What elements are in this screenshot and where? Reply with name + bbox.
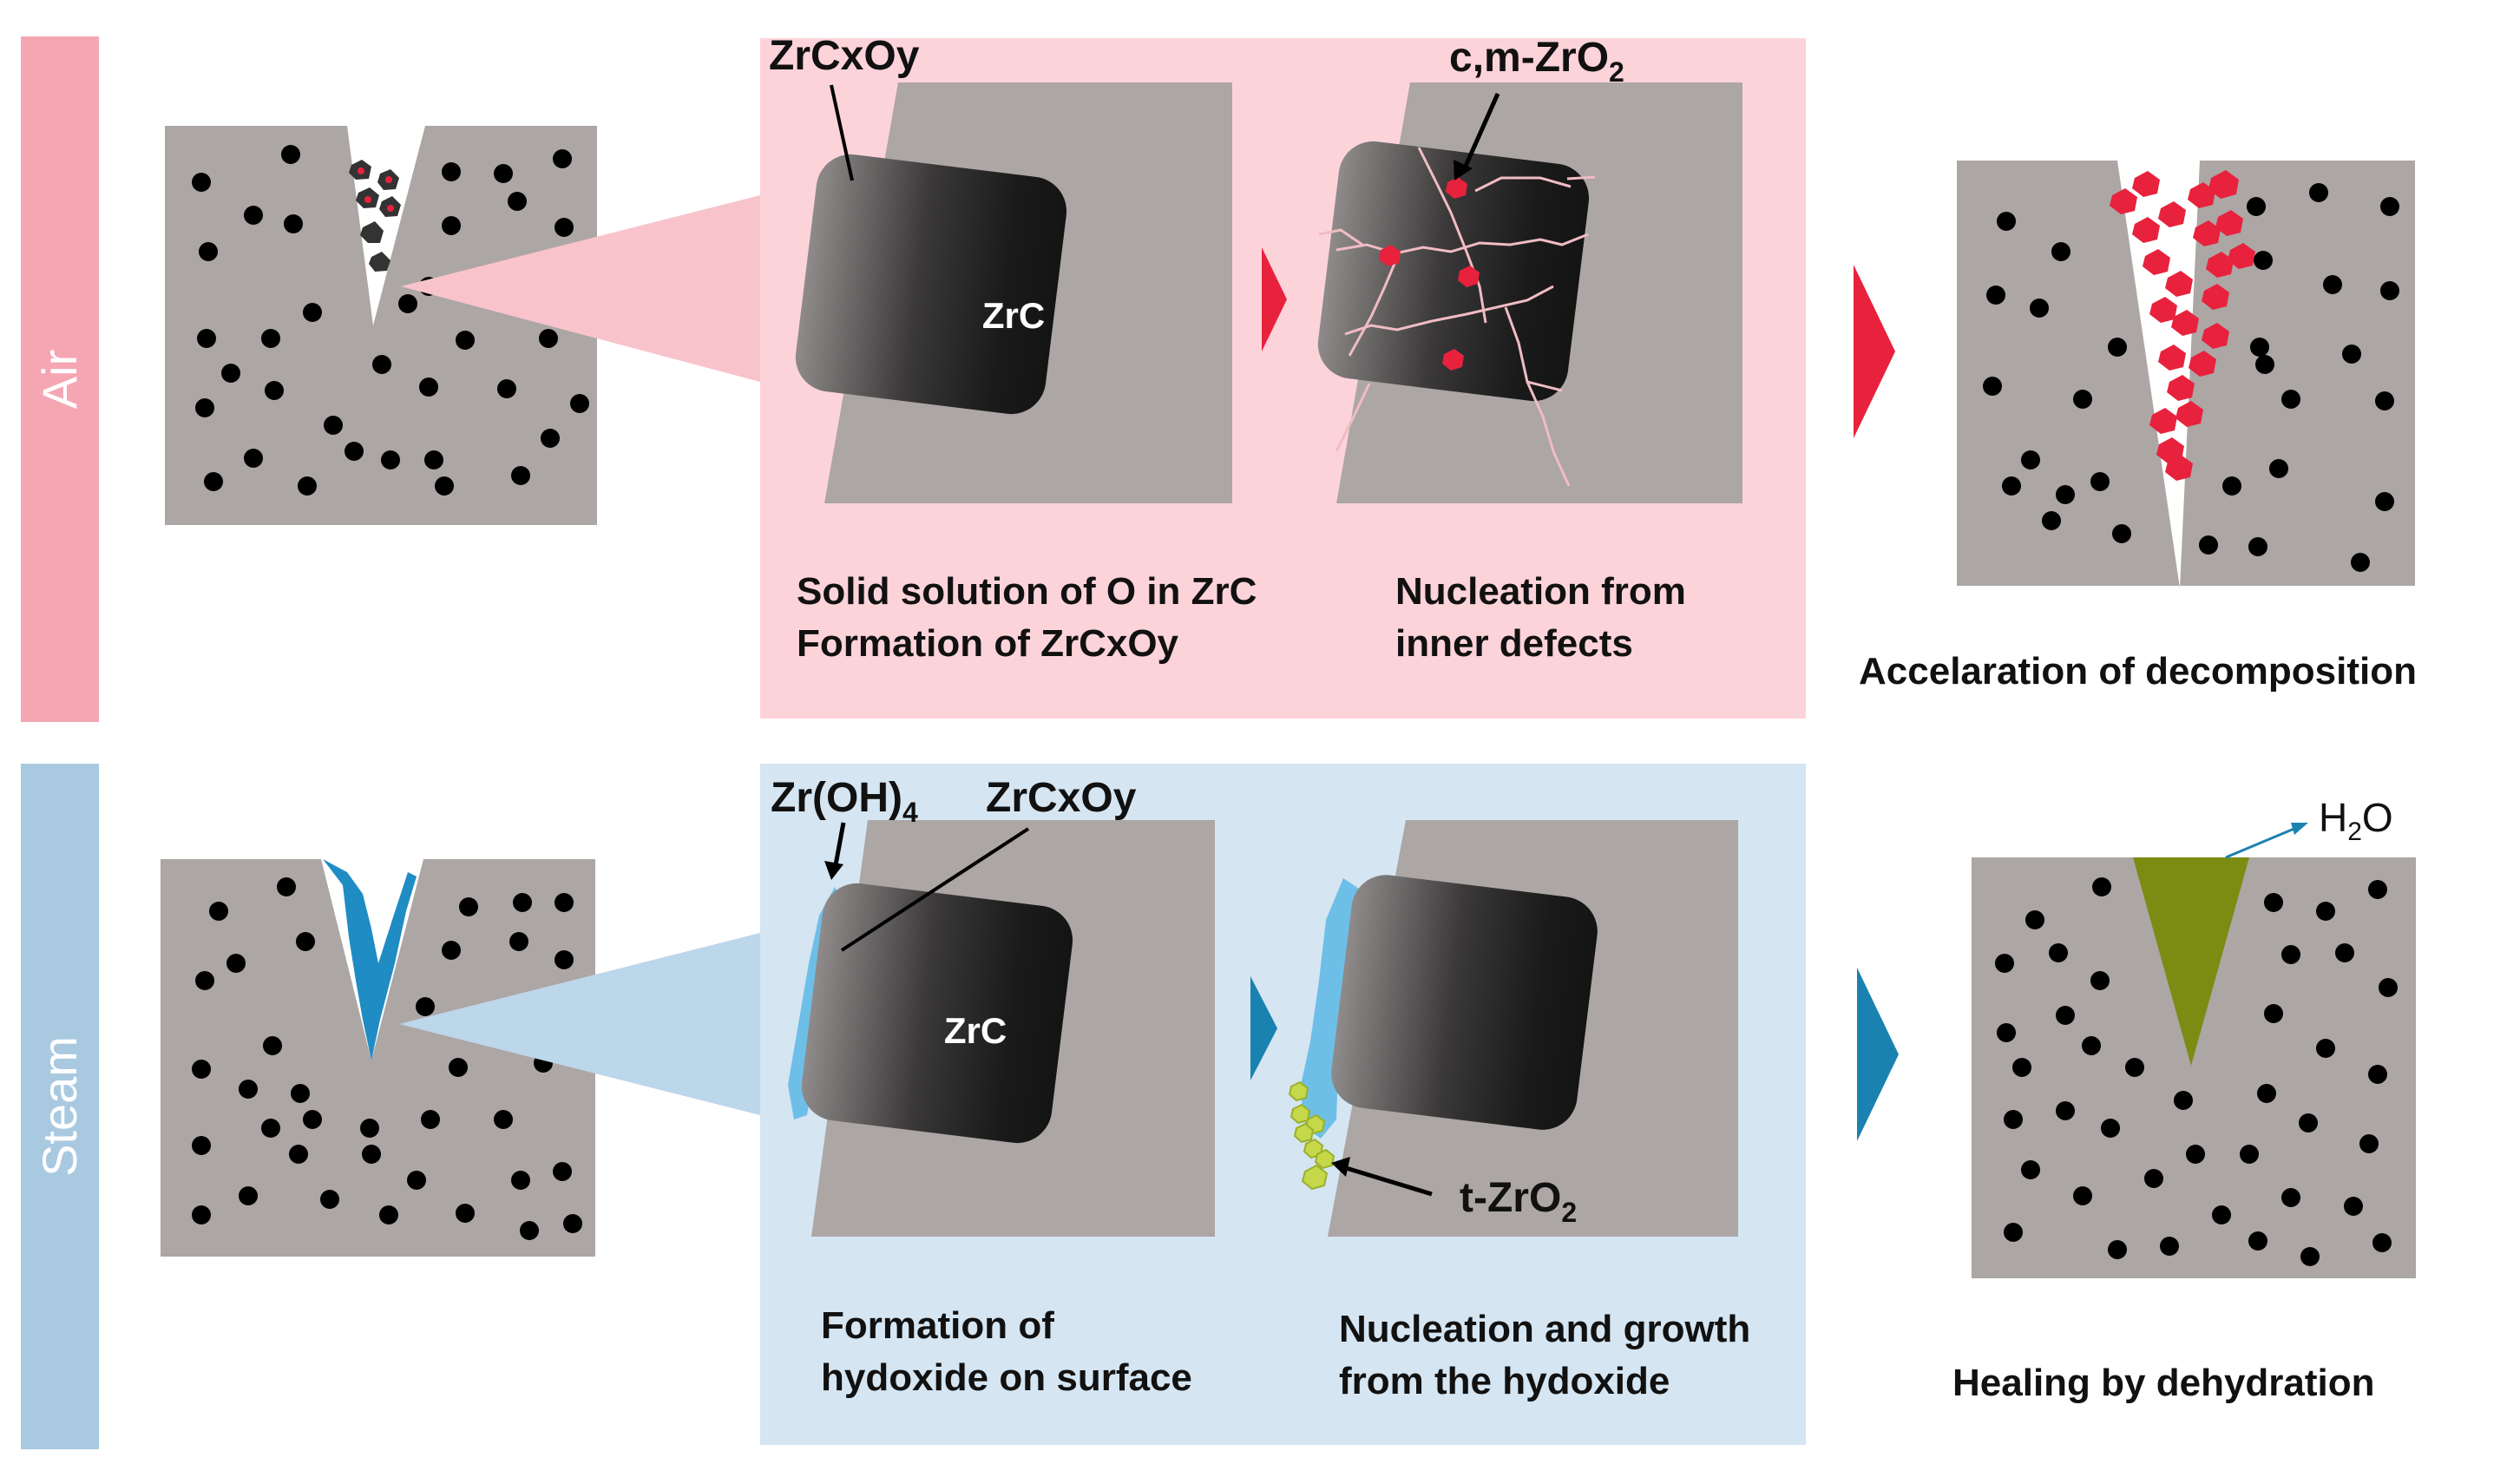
steam-step1-caption-line1: Formation of: [821, 1304, 1054, 1347]
steam-zrcxoy-label: ZrCxOy: [986, 775, 1137, 821]
steam-result-caption: Healing by dehydration: [1952, 1362, 2375, 1404]
steam-tzro2-pointer-head: [1331, 1157, 1350, 1177]
air-zro2-label: c,m-ZrO2: [1449, 35, 1624, 88]
steam-side-label: Steam: [32, 1036, 87, 1177]
air-zrcxoy-pointer: [830, 84, 854, 181]
steam-zrcxoy-pointer: [840, 827, 1030, 952]
air-result-zro2-cluster: [2110, 170, 2255, 481]
steam-step2-grain-view: t-ZrO2: [1288, 820, 1738, 1237]
steam-matrix-block: [161, 859, 595, 1257]
air-step1-caption-line1: Solid solution of O in ZrC: [797, 570, 1257, 613]
air-zrc-label: ZrC: [982, 295, 1045, 336]
steam-result-view: H2O: [1972, 795, 2416, 1278]
steam-h2o-release-arrowhead: [2291, 823, 2308, 835]
air-matrix-block: [165, 126, 597, 525]
steam-notch-hydroxide: [323, 859, 417, 1060]
air-matrix-particles: [192, 145, 589, 496]
steam-step2-caption-line1: Nucleation and growth: [1339, 1308, 1750, 1350]
steam-sealed-crack: [2133, 857, 2249, 1066]
steam-zrc-label: ZrC: [944, 1010, 1007, 1051]
air-step1-zrc-grain: [795, 154, 1067, 415]
steam-step1-caption-line2: hydoxide on surface: [821, 1356, 1192, 1399]
steam-hydroxide-pointer: [832, 822, 846, 870]
air-result-caption: Accelaration of decomposition: [1859, 650, 2417, 693]
air-step1-grain-view: ZrCxOy ZrC: [769, 33, 1232, 503]
air-step-arrow: [1262, 247, 1287, 351]
air-step2-grain-view: c,m-ZrO2: [1317, 35, 1742, 503]
air-zrcxoy-label: ZrCxOy: [769, 33, 920, 79]
air-zro2-pointer-head: [1454, 160, 1473, 181]
air-step2-caption-line2: inner defects: [1395, 622, 1633, 665]
air-zro2-pointer: [1460, 92, 1500, 174]
air-side-label: Air: [32, 350, 87, 409]
steam-matrix-particles: [192, 877, 582, 1240]
air-zro2-nuclei: [1379, 177, 1480, 371]
steam-tzro2-nuclei: [1288, 1080, 1335, 1191]
steam-result-arrow: [1857, 968, 1899, 1141]
steam-step1-zrc-grain: [801, 883, 1073, 1144]
steam-hydroxide-pointer-head: [824, 861, 843, 880]
steam-side-band: [21, 764, 99, 1449]
air-result-matrix: [1957, 161, 2415, 588]
air-result-arrow: [1854, 265, 1895, 438]
air-step2-zrc-grain: [1317, 141, 1590, 402]
steam-tzro2-pointer: [1342, 1165, 1433, 1197]
air-step1-caption-line2: Formation of ZrCxOy: [797, 622, 1179, 665]
air-result-particles: [1983, 183, 2399, 572]
steam-tzro2-label: t-ZrO2: [1460, 1175, 1577, 1228]
steam-step-arrow: [1250, 976, 1277, 1080]
air-notch-oxide: [349, 160, 401, 272]
air-zoom-cone: [401, 195, 760, 382]
steam-step1-grain-view: Zr(OH)4 ZrCxOy ZrC: [771, 775, 1215, 1237]
steam-zoom-cone: [399, 933, 760, 1115]
air-side-band: [21, 36, 99, 722]
steam-step2-zrc-grain: [1331, 875, 1598, 1130]
air-inner-defect-cracks: [1318, 147, 1596, 487]
steam-step2-caption-line2: from the hydoxide: [1339, 1360, 1670, 1402]
air-step2-caption-line1: Nucleation from: [1395, 570, 1686, 613]
steam-result-particles: [1995, 877, 2398, 1266]
steam-h2o-release-arrow: [2225, 826, 2297, 859]
air-result-view: [1957, 161, 2415, 588]
steam-crack-overview: [161, 859, 595, 1257]
steam-h2o-label: H2O: [2319, 795, 2393, 846]
steam-hydroxide-label: Zr(OH)4: [771, 775, 918, 828]
air-crack-overview: [165, 126, 597, 525]
